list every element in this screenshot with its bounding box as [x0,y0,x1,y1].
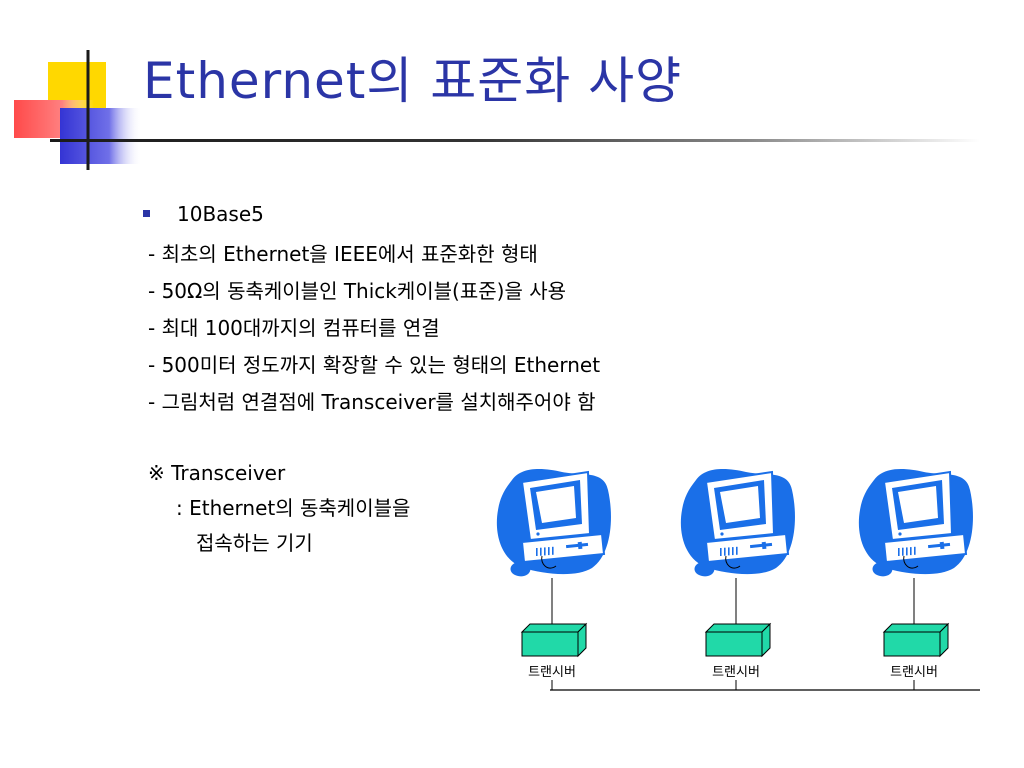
blue-gradient-block [60,108,142,164]
transceiver-box [882,622,950,658]
network-node: 트랜시버 [858,469,973,690]
detail-list: - 최초의 Ethernet을 IEEE에서 표준화한 형태 - 50Ω의 동축… [148,236,600,421]
computer-icon [496,469,611,577]
network-node: 트랜시버 [680,469,795,690]
transceiver-label: 트랜시버 [890,665,938,680]
slide-title: Ethernet의 표준화 사양 [143,52,683,110]
transceiver-box [520,622,588,658]
computer-icon [858,469,973,577]
transceiver-note: ※ Transceiver : Ethernet의 동축케이블을 접속하는 기기 [148,456,410,561]
detail-line: - 그림처럼 연결점에 Transceiver를 설치해주어야 함 [148,390,596,414]
detail-line: - 최대 100대까지의 컴퓨터를 연결 [148,316,440,340]
bullet-square-icon [143,210,150,217]
title-underline [50,139,980,142]
note-heading: ※ Transceiver [148,461,286,485]
computer-icon [680,469,795,577]
note-line-2: 접속하는 기기 [196,531,313,555]
transceiver-label: 트랜시버 [528,665,576,680]
transceiver-box [704,622,772,658]
corner-decoration [14,50,142,170]
network-node: 트랜시버 [496,469,611,690]
network-diagram: 트랜시버 트랜시버 트랜시버 [496,469,980,691]
detail-line: - 50Ω의 동축케이블인 Thick케이블(표준)을 사용 [148,279,567,303]
transceiver-label: 트랜시버 [712,665,760,680]
detail-line: - 최초의 Ethernet을 IEEE에서 표준화한 형태 [148,242,538,266]
bullet-item: 10Base5 [143,202,264,226]
bullet-text: 10Base5 [177,202,264,226]
detail-line: - 500미터 정도까지 확장할 수 있는 형태의 Ethernet [148,353,601,377]
note-line-1: : Ethernet의 동축케이블을 [176,496,411,520]
